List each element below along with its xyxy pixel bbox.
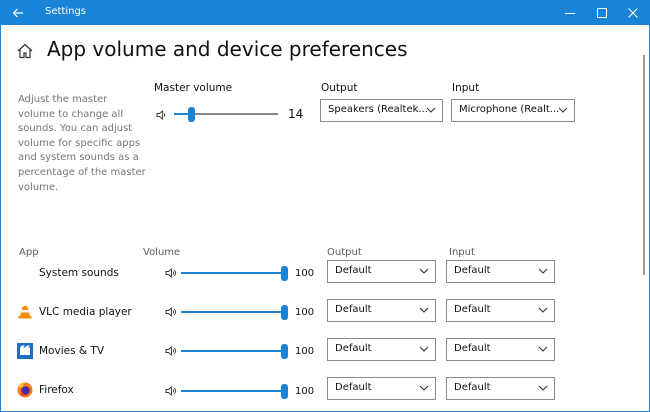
vlc-cone-icon [18,305,32,319]
app-slider-thumb[interactable] [281,344,288,359]
back-arrow-icon [12,8,23,18]
column-header-output: Output [327,247,362,258]
app-output-dropdown[interactable]: Default [327,260,436,283]
app-input-dropdown[interactable]: Default [446,377,555,400]
movies-tv-icon [17,343,33,359]
chevron-down-icon [426,107,436,113]
scrollbar[interactable] [640,25,650,412]
app-name: Movies & TV [39,345,105,357]
title-bar: Settings [1,1,649,25]
chevron-down-icon [538,385,548,391]
app-input-value: Default [454,304,491,315]
master-output-value: Speakers (Realtek... [328,104,428,115]
speaker-icon[interactable] [165,345,177,357]
app-slider-thumb[interactable] [281,266,288,281]
app-slider-fill [181,272,281,274]
back-button[interactable] [1,1,35,25]
app-slider-thumb[interactable] [281,305,288,320]
window-title: Settings [45,6,87,17]
master-output-label: Output [321,82,358,94]
app-volume-slider[interactable] [181,266,288,281]
app-slider-thumb[interactable] [281,384,288,399]
app-volume-value: 100 [295,386,315,397]
master-volume-label: Master volume [154,82,233,94]
home-icon[interactable] [16,42,34,60]
app-slider-fill [181,311,281,313]
chevron-down-icon [538,307,548,313]
app-input-dropdown[interactable]: Default [446,299,555,322]
maximize-button[interactable] [586,1,618,25]
column-header-app: App [19,247,39,258]
minimize-button[interactable] [554,1,586,25]
master-input-value: Microphone (Realt... [459,104,560,115]
app-input-value: Default [454,343,491,354]
chevron-down-icon [538,346,548,352]
app-slider-fill [181,390,281,392]
chevron-down-icon [419,307,429,313]
app-slider-fill [181,350,281,352]
chevron-down-icon [419,346,429,352]
master-input-label: Input [452,82,480,94]
close-icon [628,8,638,18]
master-volume-slider[interactable] [174,107,278,122]
app-volume-slider[interactable] [181,305,288,320]
chevron-down-icon [538,268,548,274]
app-name: Firefox [39,384,74,396]
scrollbar-thumb[interactable] [643,55,645,275]
app-name: System sounds [39,267,119,279]
column-header-input: Input [449,247,475,258]
page-title: App volume and device preferences [47,37,408,61]
app-volume-value: 100 [295,346,315,357]
app-input-value: Default [454,265,491,276]
app-output-dropdown[interactable]: Default [327,377,436,400]
maximize-icon [597,8,607,18]
app-output-value: Default [335,265,372,276]
app-volume-value: 100 [295,307,315,318]
page-description: Adjust the master volume to change all s… [18,94,146,193]
chevron-down-icon [419,385,429,391]
app-volume-slider[interactable] [181,384,288,399]
app-name: VLC media player [39,306,132,318]
app-volume-value: 100 [295,268,315,279]
chevron-down-icon [558,107,568,113]
app-volume-slider[interactable] [181,344,288,359]
app-output-value: Default [335,343,372,354]
app-output-dropdown[interactable]: Default [327,299,436,322]
master-input-dropdown[interactable]: Microphone (Realt... [451,99,575,122]
master-speaker-icon[interactable] [156,109,168,121]
app-output-value: Default [335,304,372,315]
master-slider-thumb[interactable] [188,107,195,122]
master-slider-fill [174,113,188,115]
close-button[interactable] [617,1,649,25]
master-slider-track [195,113,278,115]
app-input-dropdown[interactable]: Default [446,260,555,283]
master-output-dropdown[interactable]: Speakers (Realtek... [320,99,443,122]
firefox-icon [17,382,33,398]
speaker-icon[interactable] [165,306,177,318]
app-input-dropdown[interactable]: Default [446,338,555,361]
minimize-icon [565,13,575,14]
app-output-dropdown[interactable]: Default [327,338,436,361]
column-header-volume: Volume [143,247,181,258]
chevron-down-icon [419,268,429,274]
speaker-icon[interactable] [165,385,177,397]
speaker-icon[interactable] [165,267,177,279]
master-volume-value: 14 [288,107,304,121]
app-output-value: Default [335,382,372,393]
app-input-value: Default [454,382,491,393]
